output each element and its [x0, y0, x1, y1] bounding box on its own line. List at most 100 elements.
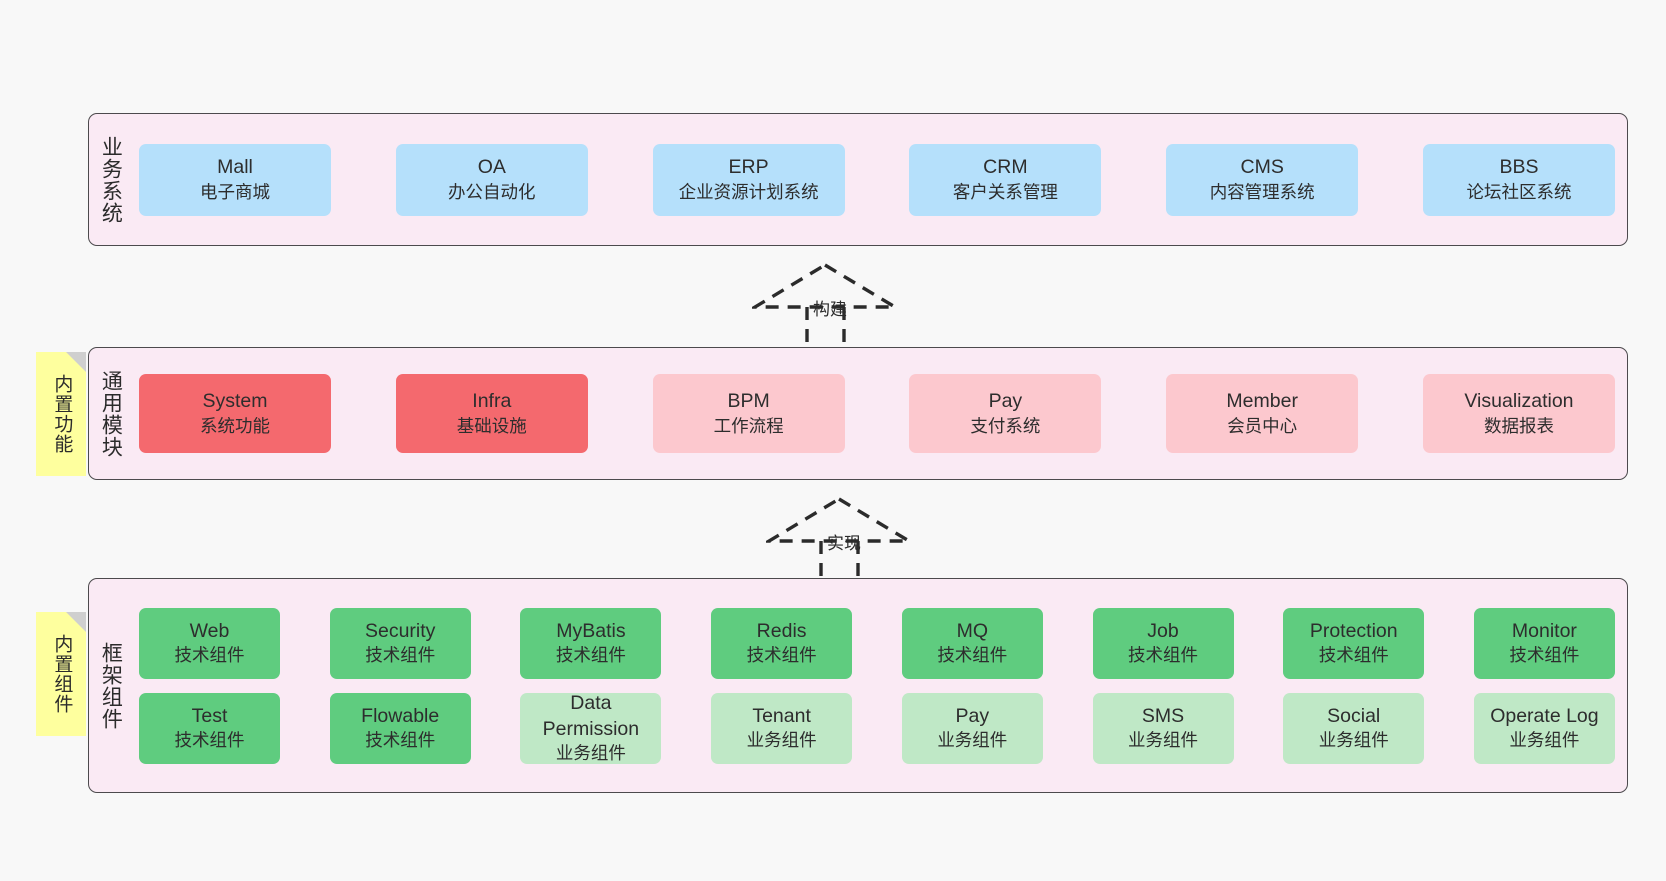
layer-common-modules: 通用模块 System 系统功能 Infra 基础设施 BPM 工作流程 Pay…: [88, 347, 1628, 480]
card-title: Job: [1147, 619, 1179, 642]
card-title: BPM: [727, 390, 770, 413]
card-subtitle: 业务组件: [937, 730, 1008, 751]
card-mybatis[interactable]: MyBatis 技术组件: [520, 607, 662, 679]
sticky-note-builtin-features: 内置功能: [36, 352, 86, 476]
card-social[interactable]: Social 业务组件: [1283, 692, 1425, 764]
layer-title-common-modules: 通用模块: [99, 369, 123, 458]
card-subtitle: 工作流程: [713, 415, 784, 436]
card-title: OA: [477, 156, 506, 179]
card-row: Test 技术组件 Flowable 技术组件 Data Permission …: [139, 692, 1615, 764]
card-member[interactable]: Member 会员中心: [1166, 374, 1359, 453]
card-sms[interactable]: SMS 业务组件: [1092, 692, 1234, 764]
card-title: Mall: [217, 156, 253, 179]
card-title: System: [202, 390, 268, 413]
card-redis[interactable]: Redis 技术组件: [711, 607, 853, 679]
card-subtitle: 技术组件: [1509, 645, 1580, 666]
layer-title-business-systems: 业务系统: [99, 135, 123, 224]
card-title: Operate Log: [1490, 704, 1599, 727]
card-test[interactable]: Test 技术组件: [139, 692, 280, 764]
card-subtitle: 会员中心: [1227, 415, 1298, 436]
card-subtitle: 技术组件: [365, 730, 436, 751]
card-title: Member: [1226, 390, 1298, 413]
card-subtitle: 技术组件: [555, 645, 626, 666]
card-visualization[interactable]: Visualization 数据报表: [1422, 374, 1615, 453]
card-subtitle: 技术组件: [746, 645, 817, 666]
card-title: ERP: [728, 156, 769, 179]
card-title: Tenant: [752, 704, 811, 727]
card-bpm[interactable]: BPM 工作流程: [652, 374, 845, 453]
card-title-second-line: Permission: [542, 717, 640, 740]
card-title: MQ: [956, 619, 989, 642]
card-subtitle: 业务组件: [1509, 730, 1580, 751]
connector-build-label: 构建: [813, 300, 847, 319]
card-subtitle: 技术组件: [174, 730, 245, 751]
layer-body-business-systems: Mall 电子商城 OA 办公自动化 ERP 企业资源计划系统 CRM 客户关系…: [131, 114, 1627, 245]
sticky-note-label: 内置组件: [51, 634, 73, 714]
card-cms[interactable]: CMS 内容管理系统: [1166, 143, 1359, 216]
card-title: Data: [570, 692, 612, 715]
card-tenant[interactable]: Tenant 业务组件: [711, 692, 853, 764]
sticky-note-label: 内置功能: [51, 374, 73, 454]
card-title: SMS: [1141, 704, 1185, 727]
card-mall[interactable]: Mall 电子商城: [139, 143, 331, 216]
card-job[interactable]: Job 技术组件: [1092, 607, 1234, 679]
card-subtitle: 办公自动化: [448, 181, 536, 202]
card-security[interactable]: Security 技术组件: [329, 607, 471, 679]
layer-framework-components: 框架组件 Web 技术组件 Security 技术组件 MyBatis 技术组件…: [88, 578, 1628, 793]
card-pay-component[interactable]: Pay 业务组件: [901, 692, 1043, 764]
card-title: MyBatis: [556, 619, 626, 642]
card-title: Web: [189, 619, 230, 642]
card-title: CMS: [1240, 156, 1284, 179]
card-system[interactable]: System 系统功能: [139, 374, 331, 453]
connector-realize-label: 实现: [827, 534, 861, 553]
card-subtitle: 技术组件: [1128, 645, 1199, 666]
build-arrow-icon: [748, 263, 902, 348]
card-subtitle: 技术组件: [937, 645, 1008, 666]
card-title: Infra: [472, 390, 512, 413]
card-operate-log[interactable]: Operate Log 业务组件: [1473, 692, 1615, 764]
sticky-note-builtin-components: 内置组件: [36, 612, 86, 736]
card-erp[interactable]: ERP 企业资源计划系统: [652, 143, 845, 216]
card-row: System 系统功能 Infra 基础设施 BPM 工作流程 Pay 支付系统…: [139, 374, 1615, 453]
card-protection[interactable]: Protection 技术组件: [1283, 607, 1425, 679]
card-title: Flowable: [361, 704, 440, 727]
card-title: Protection: [1309, 619, 1398, 642]
card-infra[interactable]: Infra 基础设施: [395, 374, 588, 453]
card-crm[interactable]: CRM 客户关系管理: [909, 143, 1102, 216]
card-subtitle: 技术组件: [365, 645, 436, 666]
page-fold-icon: [66, 352, 86, 372]
card-subtitle: 技术组件: [174, 645, 245, 666]
card-subtitle: 业务组件: [555, 742, 626, 763]
card-web[interactable]: Web 技术组件: [139, 607, 280, 679]
card-subtitle: 系统功能: [200, 415, 270, 436]
card-subtitle: 业务组件: [746, 730, 817, 751]
card-subtitle: 支付系统: [970, 415, 1041, 436]
card-subtitle: 客户关系管理: [952, 181, 1058, 202]
card-title: Pay: [988, 390, 1023, 413]
card-title: Pay: [955, 704, 990, 727]
card-pay-module[interactable]: Pay 支付系统: [909, 374, 1102, 453]
card-title: BBS: [1499, 156, 1539, 179]
card-subtitle: 电子商城: [200, 181, 270, 202]
card-row: Web 技术组件 Security 技术组件 MyBatis 技术组件 Redi…: [139, 607, 1615, 679]
card-subtitle: 基础设施: [456, 415, 527, 436]
card-subtitle: 技术组件: [1318, 645, 1389, 666]
card-subtitle: 业务组件: [1128, 730, 1199, 751]
card-title: Redis: [756, 619, 807, 642]
card-subtitle: 数据报表: [1483, 415, 1554, 436]
card-subtitle: 企业资源计划系统: [678, 181, 819, 202]
layer-body-common-modules: System 系统功能 Infra 基础设施 BPM 工作流程 Pay 支付系统…: [131, 348, 1627, 479]
card-bbs[interactable]: BBS 论坛社区系统: [1422, 143, 1615, 216]
card-title: Visualization: [1464, 390, 1574, 413]
card-mq[interactable]: MQ 技术组件: [901, 607, 1043, 679]
card-data-permission[interactable]: Data Permission 业务组件: [520, 692, 662, 764]
card-title: Test: [191, 704, 228, 727]
card-title: Social: [1327, 704, 1381, 727]
card-title: Security: [364, 619, 436, 642]
card-oa[interactable]: OA 办公自动化: [395, 143, 588, 216]
card-title: CRM: [983, 156, 1028, 179]
connector-realize: [762, 496, 926, 582]
card-monitor[interactable]: Monitor 技术组件: [1473, 607, 1615, 679]
card-flowable[interactable]: Flowable 技术组件: [329, 692, 471, 764]
